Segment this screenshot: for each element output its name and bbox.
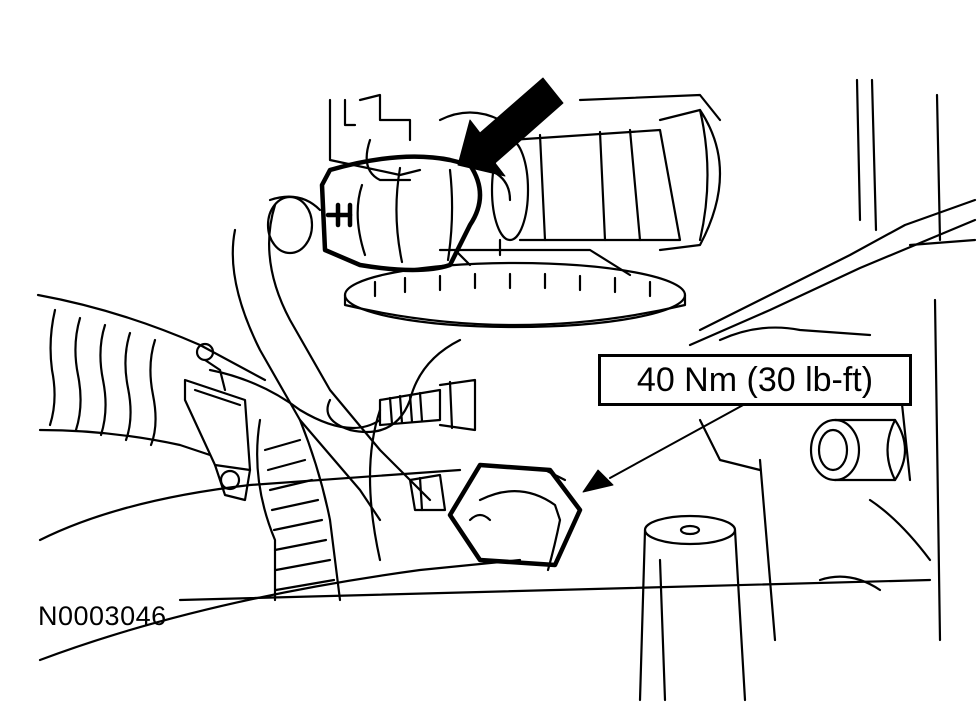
hex-nut (447, 462, 583, 572)
hose-fitting (809, 418, 906, 482)
floor-contour (38, 468, 932, 662)
mount-post (638, 514, 747, 702)
arrow-icon (457, 77, 564, 177)
torque-leader (582, 403, 746, 493)
vacuum-hose (231, 195, 432, 522)
figure-id: N0003046 (38, 601, 167, 631)
solenoid-cylinder (490, 93, 722, 252)
arrowhead-icon (582, 469, 614, 493)
electrical-connector (319, 154, 483, 273)
signal-wire (208, 338, 462, 434)
torque-label: 40 Nm (30 lb-ft) (636, 360, 874, 399)
torque-callout: 40 Nm (30 lb-ft) (598, 354, 912, 406)
threaded-fitting (378, 378, 477, 512)
valve-body (328, 93, 502, 267)
wire-harness (256, 408, 382, 602)
valve-flange (343, 248, 687, 329)
sensor-connector (183, 342, 252, 502)
corrugated-hose (36, 293, 267, 457)
